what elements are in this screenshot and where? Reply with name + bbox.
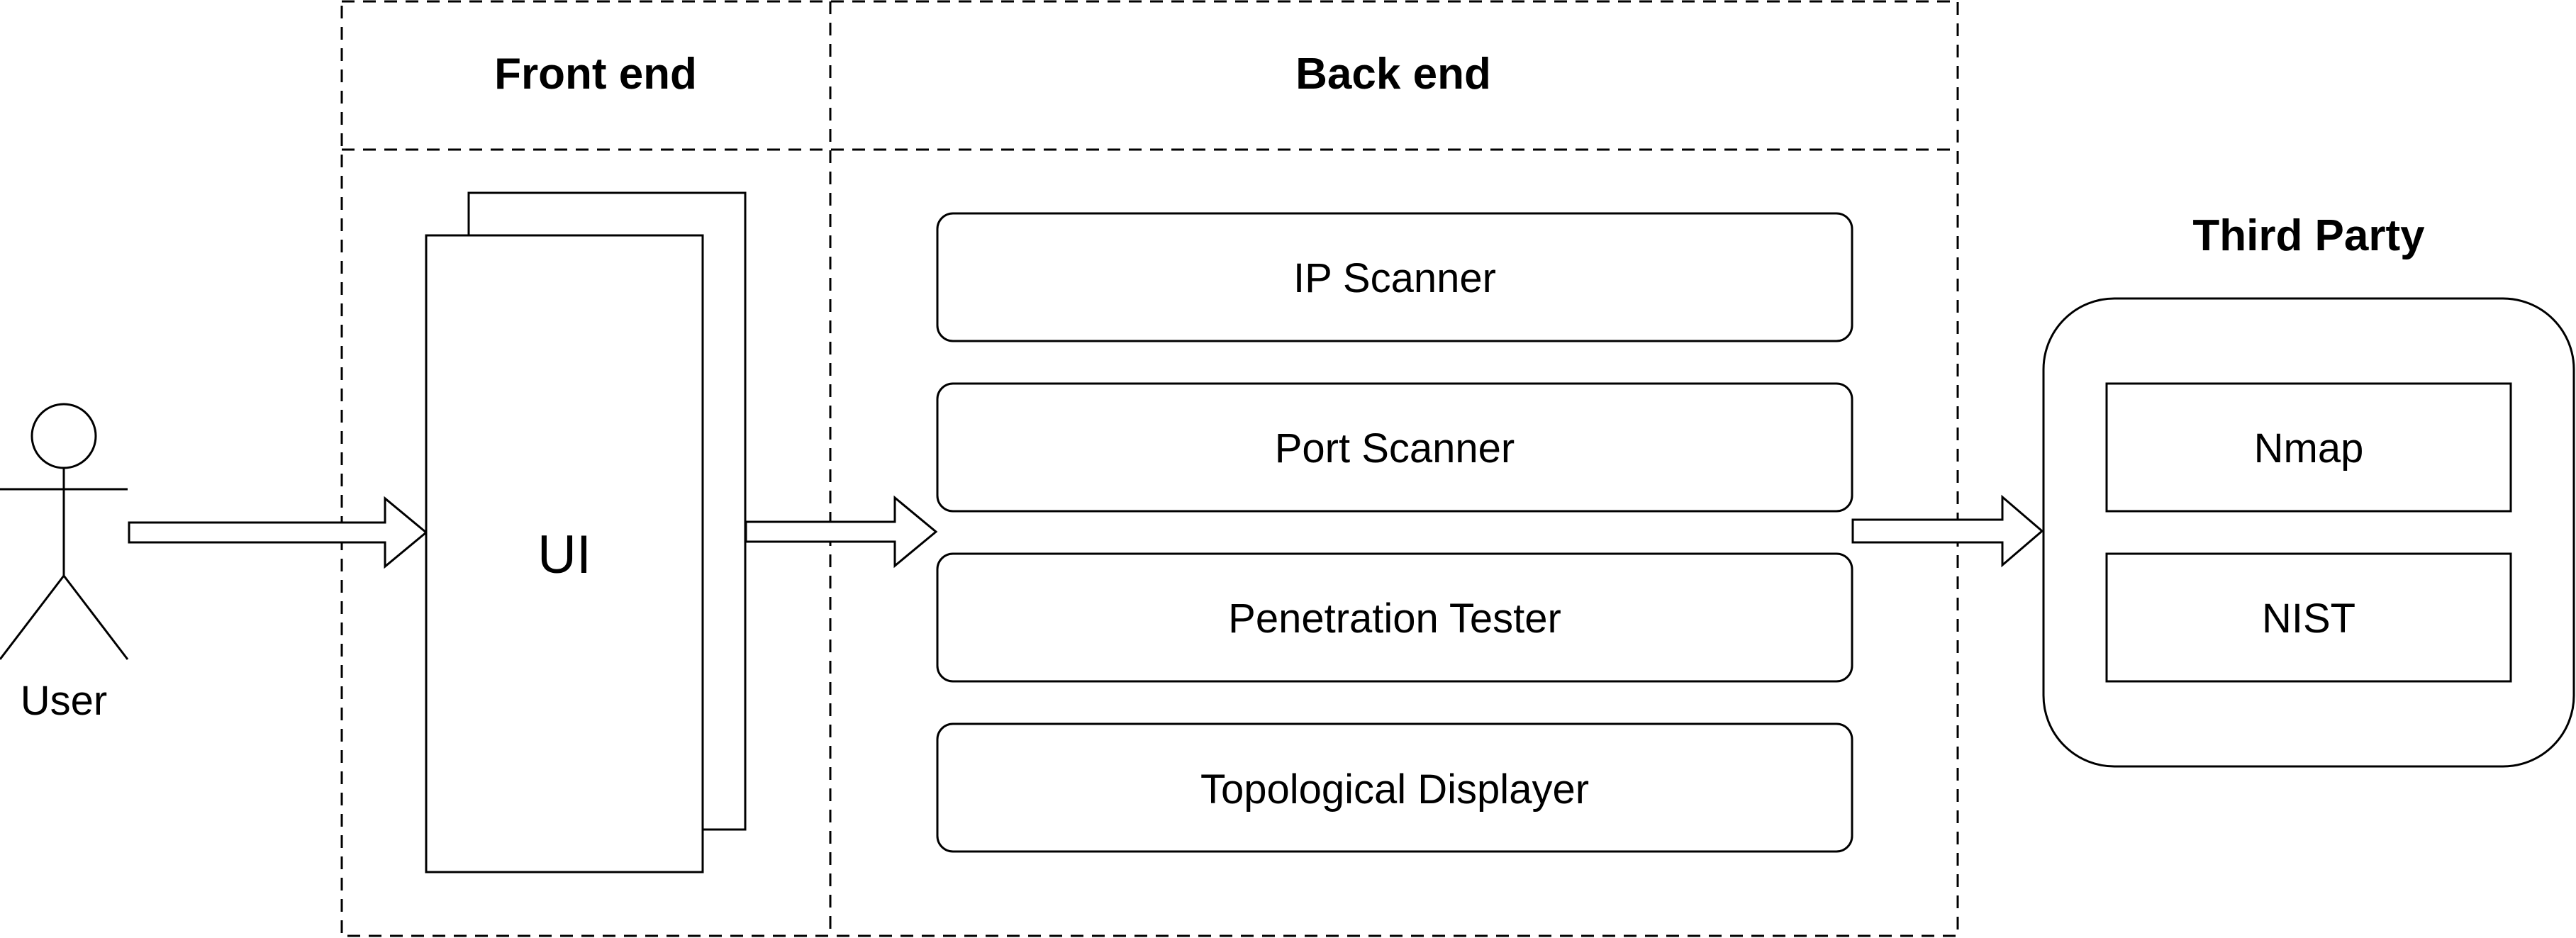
topological-displayer-box	[936, 722, 1853, 853]
back-end-title: Back end	[1295, 50, 1491, 99]
ui-component: UI	[425, 191, 747, 873]
arrow-backend-to-third-party	[1851, 494, 2044, 568]
arrow-ui-to-backend	[745, 495, 938, 569]
third-party-title: Third Party	[2192, 211, 2425, 260]
user-label: User	[21, 678, 107, 724]
back-end-modules: IP Scanner Port Scanner Penetration Test…	[936, 212, 1853, 853]
third-party-container	[2042, 297, 2575, 768]
ip-scanner-box	[936, 212, 1853, 342]
nmap-label: Nmap	[2254, 425, 2364, 471]
ip-scanner-label: IP Scanner	[1293, 255, 1496, 301]
penetration-tester-label: Penetration Tester	[1228, 596, 1561, 642]
user-actor: User	[0, 403, 129, 724]
nist-box	[2105, 552, 2512, 683]
front-end-title: Front end	[494, 50, 697, 99]
user-head-icon	[30, 403, 97, 469]
arrow-user-to-ui	[128, 496, 428, 569]
user-right-leg	[62, 575, 129, 660]
port-scanner-box	[936, 382, 1853, 513]
port-scanner-label: Port Scanner	[1275, 425, 1515, 471]
third-party-group: Nmap NIST	[2042, 297, 2575, 768]
swimlane-frame	[340, 0, 1959, 937]
user-left-leg	[0, 575, 65, 660]
ui-label: UI	[537, 525, 591, 585]
ui-front-page	[425, 234, 704, 873]
nist-label: NIST	[2262, 596, 2355, 642]
topological-displayer-label: Topological Displayer	[1200, 766, 1589, 813]
nmap-box	[2105, 382, 2512, 513]
penetration-tester-box	[936, 552, 1853, 683]
